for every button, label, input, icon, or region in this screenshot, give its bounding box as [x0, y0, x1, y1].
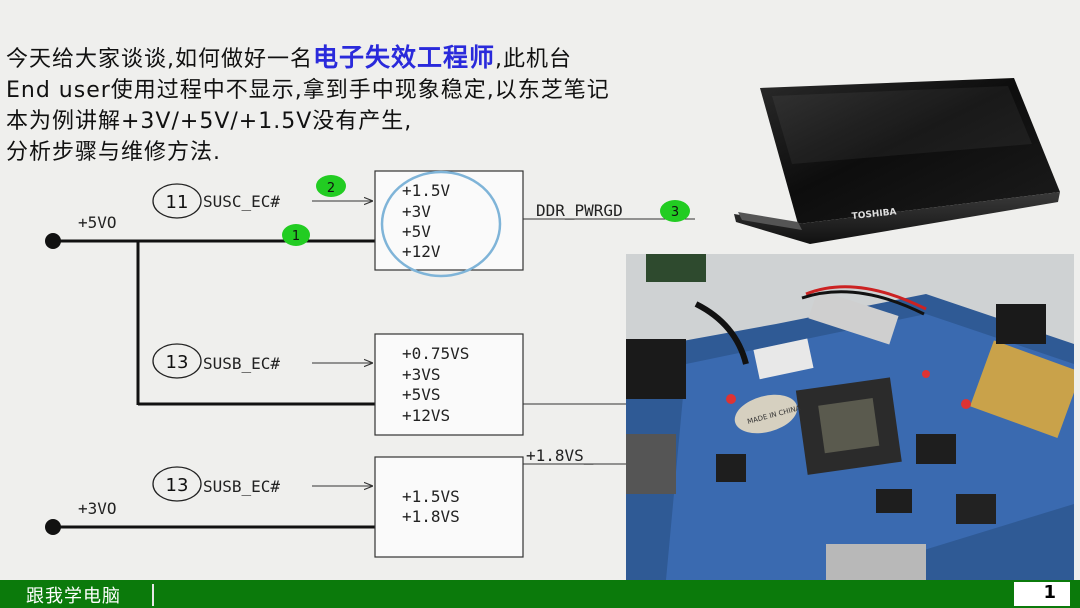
block-1-signal: SUSC_EC# [203, 192, 280, 211]
block-1-out-1: +1.5V [402, 181, 451, 200]
motherboard-photo: MADE IN CHINA [626, 254, 1074, 580]
block-3-pin: 13 [166, 475, 189, 496]
block-1-pin: 11 [166, 192, 189, 213]
power-schematic: +5VO +3VO 11 SUSC_EC# +1.5V +3V +5V +12V… [45, 170, 695, 558]
block-3-out-signal: +1.8VS_ [526, 446, 594, 465]
marker-2-label: 2 [327, 181, 335, 196]
block-1-out-3: +5V [402, 222, 431, 241]
marker-3-label: 3 [671, 205, 679, 220]
page-number: 1 [1012, 582, 1070, 606]
block-2-out-2: +3VS [402, 365, 441, 384]
intro-line-4: 分析步骤与维修方法. [6, 140, 221, 165]
footer-separator [152, 584, 154, 606]
marker-1 [282, 224, 310, 246]
marker-1-label: 1 [292, 229, 300, 244]
laptop-base [734, 192, 1060, 244]
block-3-out-1: +1.5VS [402, 487, 460, 506]
annotation-circle [380, 170, 502, 278]
marker-2 [316, 175, 346, 197]
rail-top-label: +5VO [78, 213, 117, 232]
rail-bottom-label: +3VO [78, 499, 117, 518]
marker-3 [660, 200, 690, 222]
footer-text: 跟我学电脑 [26, 586, 121, 607]
block-2-out-3: +5VS [402, 385, 441, 404]
block-1-out-4: +12V [402, 242, 441, 261]
block-1-out-signal: DDR_PWRGD [536, 201, 623, 220]
block-3-out-2: +1.8VS [402, 507, 460, 526]
intro-highlight: 电子失效工程师 [313, 43, 496, 72]
intro-text: 今天给大家谈谈,如何做好一名电子失效工程师,此机台 End user使用过程中不… [6, 42, 746, 168]
block-2-pin-circle [152, 343, 202, 379]
block-1-pin-circle [152, 183, 202, 219]
block-1-out-2: +3V [402, 202, 431, 221]
intro-line-1-end: ,此机台 [495, 47, 573, 72]
intro-line-3: 本为例讲解+3V/+5V/+1.5V没有产生, [6, 109, 413, 134]
laptop-photo: TOSHIBA [734, 78, 1060, 244]
intro-line-2: End user使用过程中不显示,拿到手中现象稳定,以东芝笔记 [6, 78, 610, 103]
block-2-box [374, 333, 524, 436]
laptop-lid [760, 78, 1060, 224]
block-2-out-4: +12VS [402, 406, 450, 425]
block-3-pin-circle [152, 466, 202, 502]
block-3-box [374, 456, 524, 558]
block-2-out-1: +0.75VS [402, 344, 469, 363]
block-2-signal: SUSB_EC# [203, 354, 280, 373]
block-2-pin: 13 [166, 352, 189, 373]
intro-line-1-start: 今天给大家谈谈,如何做好一名 [6, 47, 313, 72]
intro-line-1: 今天给大家谈谈,如何做好一名电子失效工程师,此机台 [6, 42, 746, 75]
block-3-signal: SUSB_EC# [203, 477, 280, 496]
footer-bar: 跟我学电脑 1 [0, 580, 1080, 608]
laptop-brand: TOSHIBA [851, 207, 897, 222]
